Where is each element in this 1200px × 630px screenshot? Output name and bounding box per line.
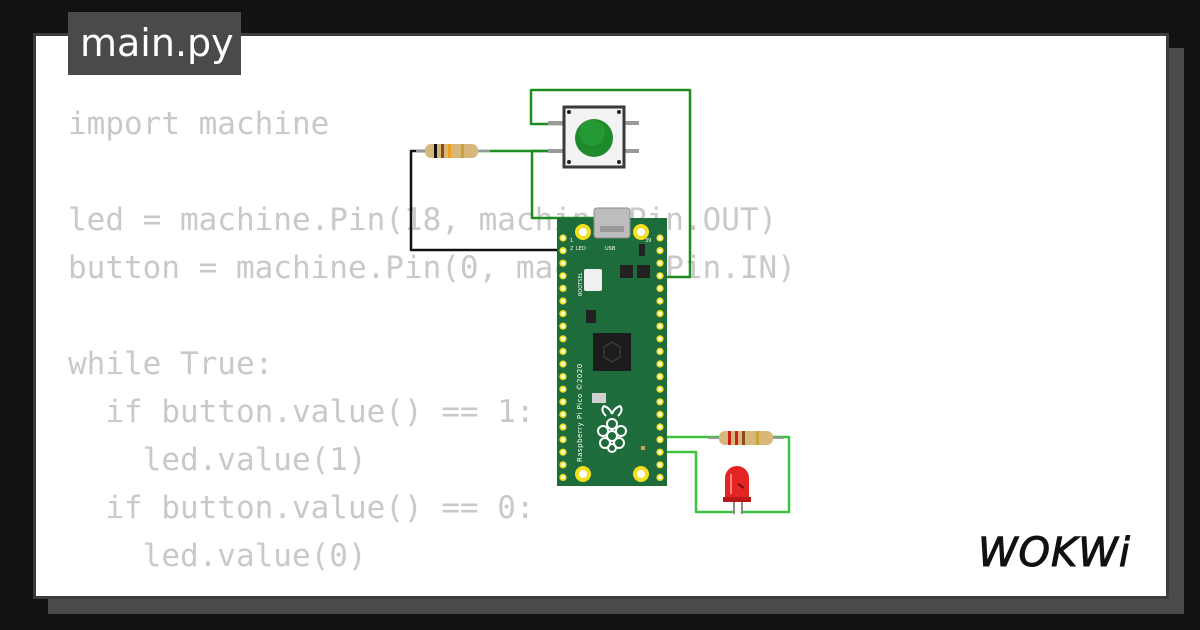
header-pin-hole: [561, 412, 565, 416]
file-tab[interactable]: main.py: [68, 12, 241, 75]
header-pin-hole: [561, 312, 565, 316]
header-pin-hole: [561, 337, 565, 341]
code-line: led.value(0): [68, 538, 367, 574]
header-pin-hole: [658, 261, 662, 265]
silk-pin2: 2: [570, 246, 573, 252]
header-pin-hole: [561, 463, 565, 467]
resistor-led[interactable]: [708, 431, 784, 445]
header-pin-hole: [561, 450, 565, 454]
raspberry-pi-logo-icon: [597, 404, 627, 453]
header-pin-hole: [658, 362, 662, 366]
header-pin-hole: [561, 438, 565, 442]
header-pin-hole: [658, 312, 662, 316]
header-pin-hole: [561, 400, 565, 404]
header-pin-hole: [658, 425, 662, 429]
header-pin-hole: [561, 261, 565, 265]
header-pin-hole: [658, 438, 662, 442]
header-pin-hole: [561, 475, 565, 479]
header-pin-hole: [561, 387, 565, 391]
header-pin-hole: [658, 249, 662, 253]
silk-usb: USB: [605, 246, 616, 252]
pico-board[interactable]: 1 2 39 LED USB BOOTSEL Raspberry Pi Pico…: [557, 207, 667, 486]
silk-pin1: 1: [570, 238, 573, 244]
header-pin-hole: [658, 475, 662, 479]
header-pin-hole: [658, 375, 662, 379]
header-pin-hole: [658, 412, 662, 416]
silk-pin39: 39: [645, 238, 651, 244]
header-pin-hole: [658, 387, 662, 391]
wire-gnd-to-led[interactable]: [658, 450, 734, 514]
header-pin-hole: [561, 299, 565, 303]
code-line: while True:: [68, 346, 274, 382]
header-pin-hole: [561, 274, 565, 278]
code-line: if button.value() == 1:: [68, 394, 535, 430]
wire-black[interactable]: [409, 149, 564, 252]
header-pin-hole: [658, 299, 662, 303]
code-line: led.value(1): [68, 442, 367, 478]
red-led[interactable]: [723, 466, 751, 514]
header-pin-hole: [658, 450, 662, 454]
header-pin-hole: [658, 400, 662, 404]
header-pin-hole: [561, 425, 565, 429]
header-pin-hole: [658, 337, 662, 341]
header-pin-hole: [561, 362, 565, 366]
header-pin-hole: [658, 236, 662, 240]
pin-headers: [559, 234, 664, 481]
header-pin-hole: [658, 274, 662, 278]
resistor-pulldown[interactable]: [416, 144, 490, 158]
header-pin-hole: [561, 286, 565, 290]
header-pin-hole: [658, 324, 662, 328]
header-pin-hole: [561, 236, 565, 240]
silk-led: LED: [576, 246, 586, 252]
silk-bootsel: BOOTSEL: [578, 272, 584, 296]
header-pin-hole: [658, 463, 662, 467]
code-line: import machine: [68, 106, 330, 142]
pushbutton[interactable]: [548, 105, 639, 169]
wire-button-top-to-3v3[interactable]: [529, 88, 692, 279]
wokwi-logo: WOKWi: [978, 530, 1131, 577]
header-pin-hole: [561, 349, 565, 353]
header-pin-hole: [561, 249, 565, 253]
wokwi-logo-text: WOKWi: [978, 530, 1131, 576]
silk-board-title: Raspberry Pi Pico ©2020: [576, 363, 584, 462]
header-pin-hole: [658, 349, 662, 353]
header-pin-hole: [561, 375, 565, 379]
code-line: if button.value() == 0:: [68, 490, 535, 526]
header-pin-hole: [561, 324, 565, 328]
header-pin-hole: [658, 286, 662, 290]
